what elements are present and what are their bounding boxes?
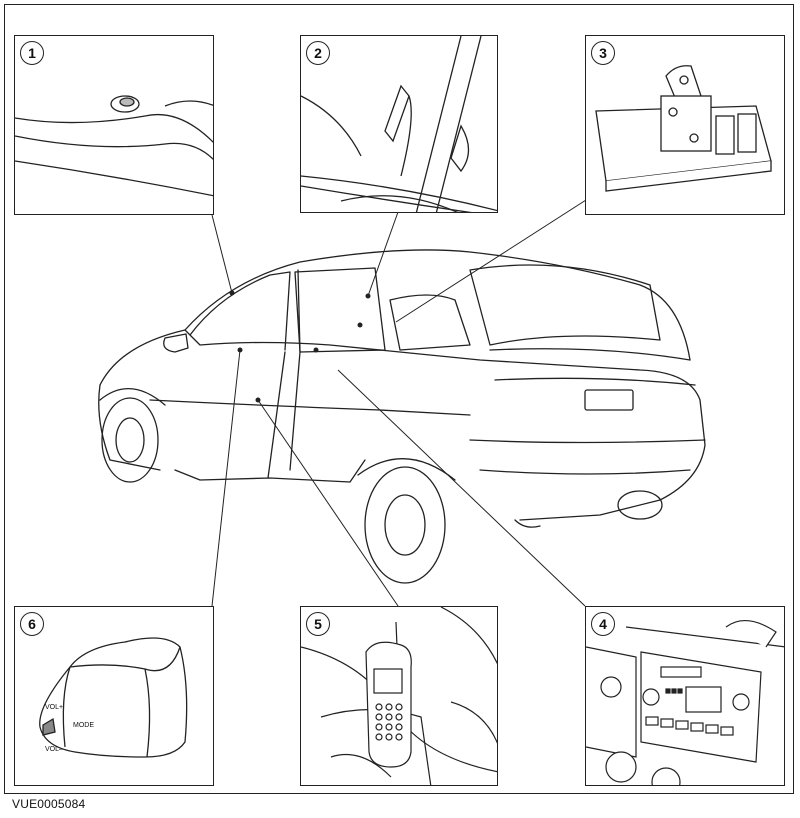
front-wheel-arch — [99, 387, 166, 406]
control-module-illustration — [595, 65, 772, 192]
mobile-phone-icon — [365, 621, 412, 768]
roof-microphone-illustration — [15, 95, 213, 197]
callout-2: 2 — [306, 41, 330, 65]
callout-4: 4 — [591, 612, 615, 636]
panel-1: 1 — [14, 35, 214, 215]
leader-6 — [211, 349, 241, 607]
vol-down-label: VOL– — [45, 746, 63, 753]
figure-code: VUE0005084 — [12, 797, 86, 811]
location-dot-2 — [365, 293, 371, 299]
b-pillar — [289, 269, 301, 471]
license-plate — [584, 389, 634, 411]
rear-side-window — [389, 294, 471, 351]
steering-switch-illustration: VOL+ VOL– MODE — [39, 637, 188, 758]
audio-unit-illustration — [586, 620, 784, 785]
callout-3: 3 — [591, 41, 615, 65]
location-dot-5 — [255, 397, 261, 403]
rear-wheel-arch — [357, 458, 456, 481]
location-dot-3 — [357, 322, 363, 328]
pillar-antenna-illustration — [301, 36, 497, 212]
exhaust — [514, 519, 541, 528]
location-dot-4 — [313, 347, 319, 353]
leader-1 — [211, 214, 233, 294]
car-roofline — [184, 249, 691, 361]
panel-5: 5 — [300, 606, 498, 786]
callout-5: 5 — [306, 612, 330, 636]
panel-2: 2 — [300, 35, 498, 213]
front-wheel-hub — [115, 417, 145, 463]
location-dot-6 — [237, 347, 243, 353]
side-mirror — [163, 333, 189, 353]
leader-5 — [257, 399, 399, 607]
car-lower-body — [98, 384, 366, 483]
vol-up-label: VOL+ — [45, 704, 63, 711]
front-door-line — [267, 351, 286, 479]
phone-cradle-illustration — [301, 607, 497, 785]
leader-3 — [395, 199, 587, 323]
rear-wheel-hub — [384, 494, 426, 556]
body-crease — [149, 399, 471, 416]
leader-2 — [367, 211, 399, 297]
location-dot-1 — [229, 290, 235, 296]
diagram-frame — [4, 4, 794, 794]
callout-1: 1 — [20, 41, 44, 65]
rear-bumper — [469, 439, 706, 475]
callout-6: 6 — [20, 612, 44, 636]
front-wheel — [101, 397, 159, 483]
front-door-window — [294, 267, 386, 353]
rear-windshield — [469, 264, 661, 346]
rear-wheel — [364, 466, 446, 584]
right-rear-wheel — [617, 490, 663, 520]
panel-3: 3 — [585, 35, 785, 215]
panel-6: 6 VOL+ VOL– MODE — [14, 606, 214, 786]
microphone-icon — [110, 95, 140, 113]
panel-4: 4 — [585, 606, 785, 786]
tailgate — [489, 348, 696, 386]
mode-label: MODE — [73, 722, 94, 729]
car-body-outline — [99, 329, 706, 521]
